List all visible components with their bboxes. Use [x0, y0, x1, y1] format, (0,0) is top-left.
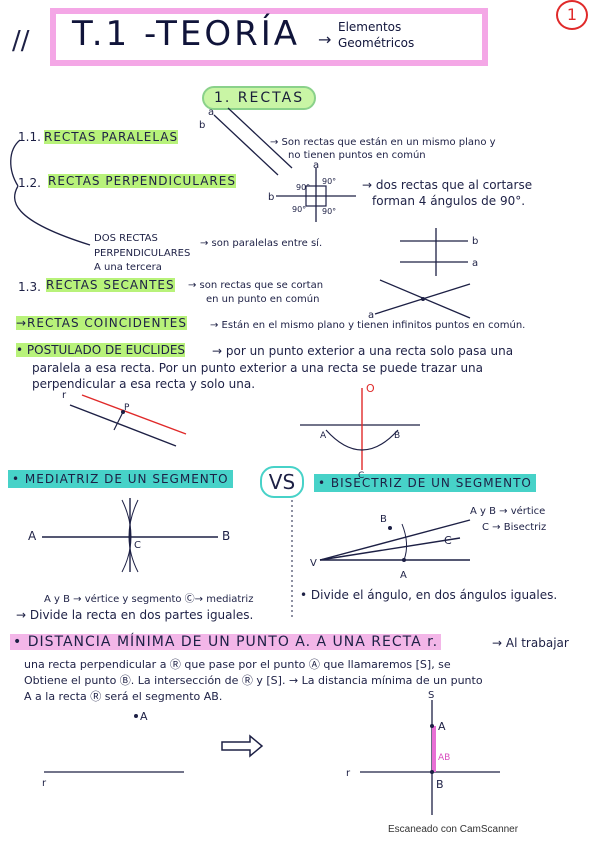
- svg-text:r: r: [346, 768, 351, 779]
- deg-2: 90°: [322, 177, 336, 186]
- svg-text:a: a: [472, 258, 478, 269]
- dos-rectas-3: A una tercera: [94, 262, 162, 273]
- svg-text:B: B: [436, 778, 444, 791]
- dos-rectas-desc: → son paralelas entre sí.: [200, 238, 323, 249]
- svg-text:A: A: [438, 720, 446, 733]
- label-b-1: b: [199, 120, 205, 131]
- svg-text:C: C: [134, 540, 141, 551]
- subtitle-line-1: Elementos: [338, 20, 402, 34]
- svg-text:B: B: [394, 431, 400, 441]
- item-1-2-desc-1: → dos rectas que al cortarse: [362, 178, 533, 192]
- svg-text:P: P: [124, 403, 130, 413]
- transition-arrow: [221, 734, 264, 758]
- distancia-line-3: Obtiene el punto Ⓑ. La intersección de Ⓡ…: [24, 674, 483, 687]
- svg-text:A: A: [140, 710, 148, 723]
- distancia-line-2: una recta perpendicular a Ⓡ que pase por…: [24, 658, 451, 671]
- euclid-line-r: [69, 404, 177, 447]
- section-heading: 1. RECTAS: [202, 86, 317, 110]
- svg-text:B: B: [380, 514, 387, 525]
- euclid-parallel-red: [81, 394, 187, 435]
- title-frame: [50, 8, 488, 66]
- bisectriz-heading: • BISECTRIZ DE UN SEGMENTO: [314, 474, 536, 492]
- label-a-2: a: [313, 160, 319, 171]
- svg-text:A: A: [28, 529, 37, 543]
- subtitle-line-2: Geométricos: [338, 36, 415, 50]
- item-1-2-number: 1.2.: [18, 176, 41, 190]
- svg-text:O: O: [366, 382, 375, 395]
- item-1-3-number: 1.3.: [18, 280, 41, 294]
- distancia-heading: • DISTANCIA MÍNIMA DE UN PUNTO A. A UNA …: [10, 634, 442, 650]
- euclides-label: • POSTULADO DE EUCLIDES: [16, 343, 186, 357]
- mediatriz-note-1: A y B → vértice y segmento Ⓒ→ mediatriz: [44, 594, 254, 605]
- item-1-3-label: RECTAS SECANTES: [46, 278, 175, 292]
- bisectriz-note: • Divide el ángulo, en dos ángulos igual…: [300, 588, 558, 602]
- svg-text:S: S: [428, 690, 434, 701]
- page-title: T.1 -TEORÍA: [72, 14, 301, 54]
- svg-text:b: b: [472, 236, 478, 247]
- bisectriz-legend-1: A y B → vértice: [470, 506, 546, 517]
- dos-rectas-1: DOS RECTAS: [94, 233, 158, 244]
- title-arrow: →: [318, 30, 332, 49]
- deg-4: 90°: [322, 207, 336, 216]
- parallel-line-a: [213, 114, 279, 176]
- item-1-2-label: RECTAS PERPENDICULARES: [48, 174, 236, 188]
- deg-3: 90°: [292, 205, 306, 214]
- perp-square: [305, 185, 327, 207]
- svg-text:C: C: [358, 471, 364, 481]
- dos-rectas-2: PERPENDICULARES: [94, 248, 191, 259]
- scanner-watermark: Escaneado con CamScanner: [388, 824, 519, 835]
- bisectriz-legend-2: C → Bisectriz: [482, 522, 547, 533]
- svg-text:A: A: [400, 570, 407, 581]
- item-1-1-desc-2: no tienen puntos en común: [288, 150, 426, 161]
- mediatriz-note-2: → Divide la recta en dos partes iguales.: [16, 608, 254, 622]
- euclides-desc-1: → por un punto exterior a una recta solo…: [212, 344, 514, 358]
- svg-text:r: r: [62, 390, 67, 401]
- svg-text:B: B: [222, 529, 230, 543]
- item-1-3-desc-1: → son rectas que se cortan: [188, 280, 324, 291]
- label-a-1: a: [208, 107, 214, 118]
- euclides-desc-2: paralela a esa recta. Por un punto exter…: [32, 361, 484, 375]
- distancia-line-1: → Al trabajar: [492, 636, 569, 650]
- item-1-1-label: RECTAS PARALELAS: [44, 130, 179, 144]
- parallel-line-b: [227, 107, 293, 169]
- item-1-3-desc-2: en un punto en común: [206, 294, 320, 305]
- item-1-1-number: 1.1.: [18, 130, 41, 144]
- item-1-2-desc-2: forman 4 ángulos de 90°.: [372, 194, 526, 208]
- svg-text:A: A: [320, 431, 327, 441]
- coincidentes-label: →RECTAS COINCIDENTES: [16, 316, 187, 330]
- deg-1: 90°: [296, 183, 310, 192]
- page-number: 1: [556, 0, 588, 30]
- label-b-2: b: [268, 192, 274, 203]
- distancia-line-4: A a la recta Ⓡ será el segmento AB.: [24, 690, 223, 703]
- bracket-line: [10, 139, 91, 246]
- coincidentes-desc: → Están en el mismo plano y tienen infin…: [210, 320, 526, 331]
- decor-slashes: //: [12, 26, 30, 56]
- svg-text:C: C: [444, 534, 452, 547]
- vs-badge: VS: [260, 466, 304, 498]
- svg-text:a: a: [368, 310, 374, 321]
- svg-text:r: r: [42, 778, 47, 789]
- mediatriz-heading: • MEDIATRIZ DE UN SEGMENTO: [8, 470, 233, 488]
- svg-text:V: V: [310, 558, 317, 569]
- item-1-1-desc-1: → Son rectas que están en un mismo plano…: [270, 137, 496, 148]
- euclides-desc-3: perpendicular a esa recta y solo una.: [32, 377, 256, 391]
- svg-text:AB: AB: [438, 753, 450, 763]
